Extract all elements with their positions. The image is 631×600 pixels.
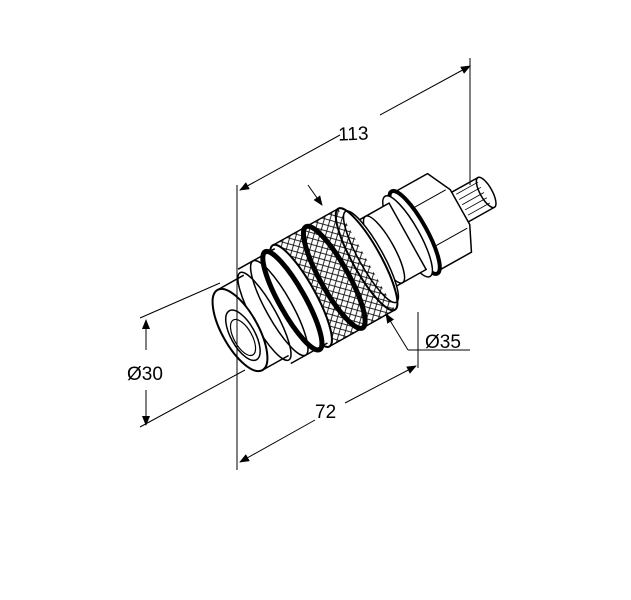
front-ring bbox=[237, 248, 328, 365]
dimension-outer-diameter: Ø35 bbox=[425, 332, 461, 353]
dimension-overall-length: 113 bbox=[338, 124, 369, 146]
cartridge-body bbox=[211, 172, 497, 373]
dimension-body-length: 72 bbox=[315, 402, 336, 423]
end-cap bbox=[211, 271, 292, 373]
dimension-cap-diameter: Ø30 bbox=[127, 364, 163, 385]
dimension-lines bbox=[139, 58, 471, 470]
